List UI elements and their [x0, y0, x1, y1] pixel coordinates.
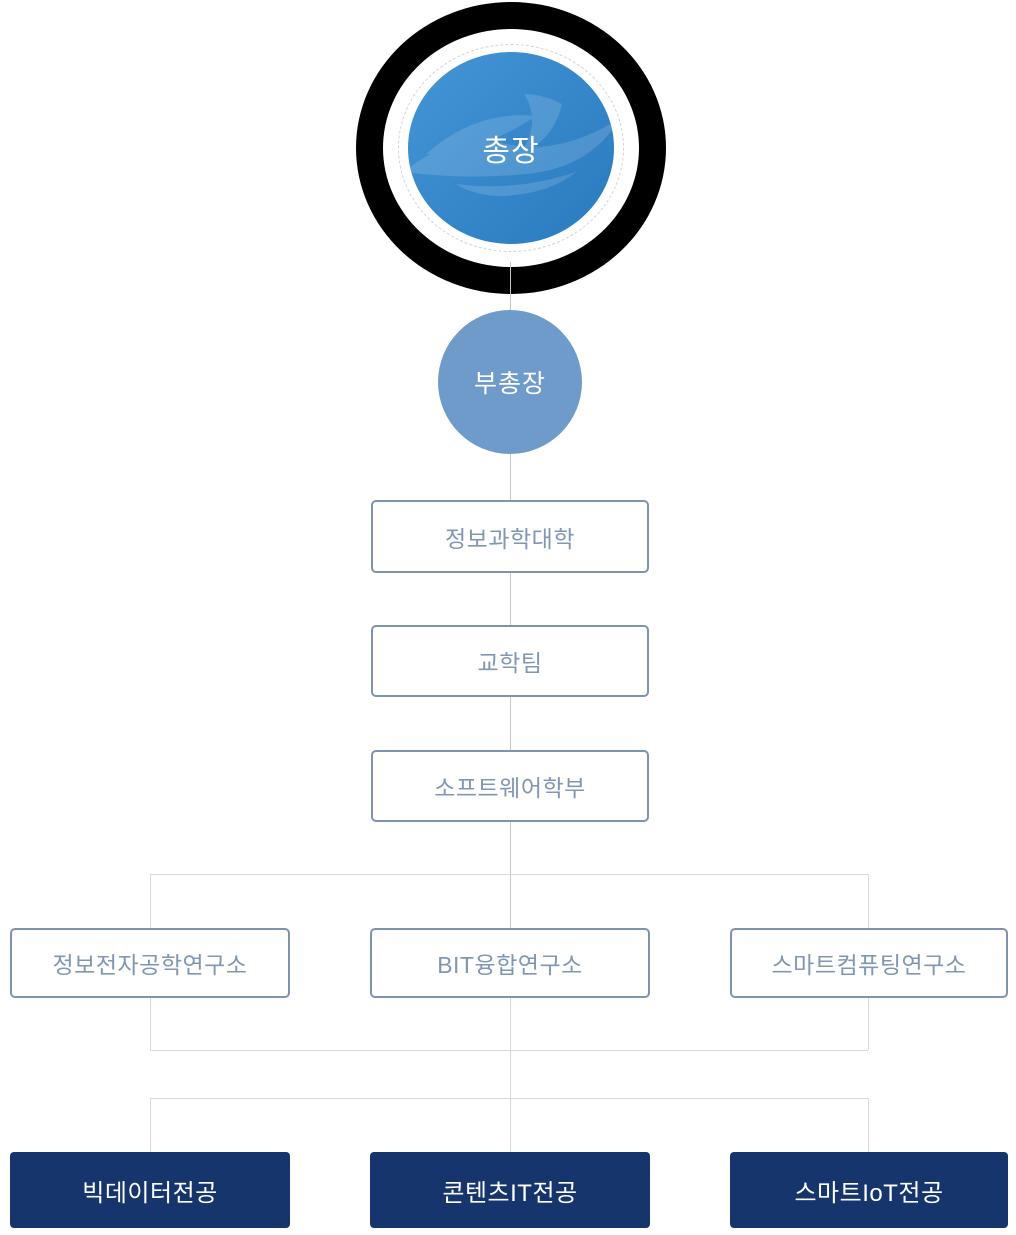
bracket-institutes-right-drop — [868, 874, 869, 928]
connector-division-institutes — [510, 822, 511, 928]
bracket-merge-right-rise — [868, 998, 869, 1050]
bracket-majors-right-drop — [868, 1098, 869, 1152]
president-circle-core: 총장 — [408, 52, 614, 244]
institute-1-label: 정보전자공학연구소 — [52, 952, 248, 978]
bracket-merge-bottom — [150, 1050, 868, 1051]
org-box-institute-3: 스마트컴퓨팅연구소 — [730, 928, 1008, 998]
org-box-institute-1: 정보전자공학연구소 — [10, 928, 290, 998]
connector-president-vice — [510, 262, 511, 310]
bracket-merge-left-rise — [150, 998, 151, 1050]
vice-president-label: 부총장 — [473, 370, 546, 398]
org-box-institute-2: BIT융합연구소 — [370, 928, 650, 998]
connector-vice-college — [510, 454, 511, 500]
org-box-major-2: 콘텐츠IT전공 — [370, 1152, 650, 1228]
connector-team-division — [510, 697, 511, 750]
president-circle-dashed-ring: 총장 — [398, 44, 624, 252]
org-box-team: 교학팀 — [371, 625, 649, 697]
president-circle-white-ring: 총장 — [383, 29, 639, 267]
college-label: 정보과학대학 — [445, 525, 575, 552]
bracket-institutes-left-drop — [150, 874, 151, 928]
institute-3-label: 스마트컴퓨팅연구소 — [771, 952, 967, 978]
bracket-majors-left-drop — [150, 1098, 151, 1152]
org-box-college: 정보과학대학 — [371, 500, 649, 573]
bracket-merge-center-rise — [510, 998, 511, 1050]
president-circle: 총장 — [356, 2, 666, 294]
org-box-division: 소프트웨어학부 — [371, 750, 649, 822]
connector-merge-majors — [510, 1050, 511, 1098]
bracket-majors-top — [150, 1098, 868, 1099]
connector-college-team — [510, 573, 511, 625]
major-3-label: 스마트IoT전공 — [794, 1179, 944, 1207]
president-label: 총장 — [482, 135, 540, 168]
major-2-label: 콘텐츠IT전공 — [442, 1179, 578, 1207]
institute-2-label: BIT융합연구소 — [437, 952, 583, 978]
major-1-label: 빅데이터전공 — [82, 1179, 218, 1207]
bracket-institutes-top — [150, 874, 868, 875]
org-box-major-1: 빅데이터전공 — [10, 1152, 290, 1228]
vice-president-circle: 부총장 — [438, 310, 582, 454]
division-label: 소프트웨어학부 — [434, 775, 586, 801]
bracket-majors-center-drop — [510, 1098, 511, 1152]
team-label: 교학팀 — [477, 650, 543, 676]
org-box-major-3: 스마트IoT전공 — [730, 1152, 1008, 1228]
wave-logo-icon — [408, 94, 614, 196]
